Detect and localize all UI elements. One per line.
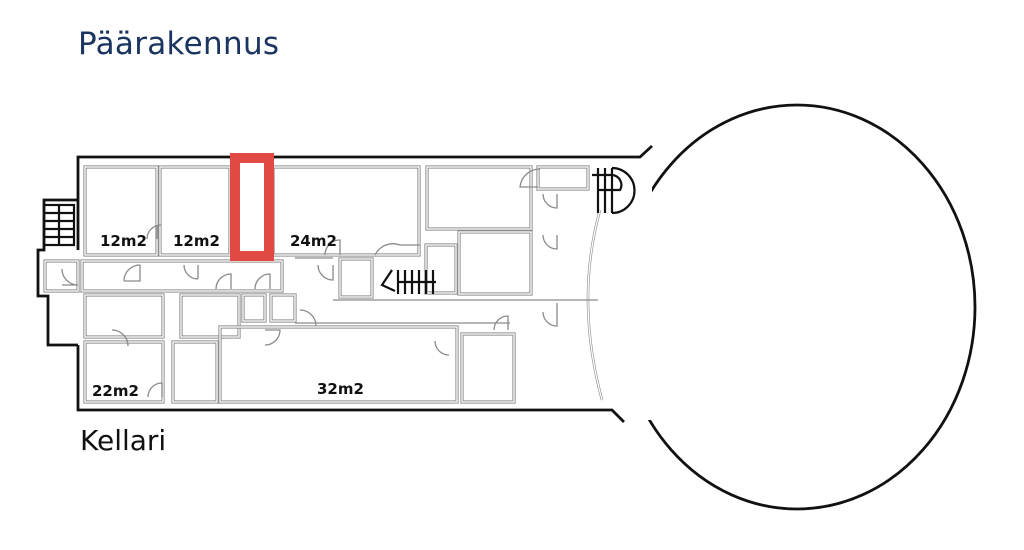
stairs-left-icon (42, 203, 76, 247)
room-label: 24m2 (290, 232, 337, 250)
doors (61, 168, 558, 398)
room-label: 12m2 (100, 232, 147, 250)
stairs-right-icon (592, 166, 636, 215)
building-title: Päärakennus (78, 26, 280, 62)
highlighted-room-marker[interactable] (230, 153, 274, 261)
room-label: 22m2 (92, 382, 139, 400)
room-label: 12m2 (173, 232, 220, 250)
stairs-middle-icon (380, 269, 436, 294)
room-label: 32m2 (317, 380, 364, 398)
round-hall[interactable] (617, 103, 977, 511)
floor-label: Kellari (80, 424, 167, 457)
outer-wall (40, 146, 652, 420)
